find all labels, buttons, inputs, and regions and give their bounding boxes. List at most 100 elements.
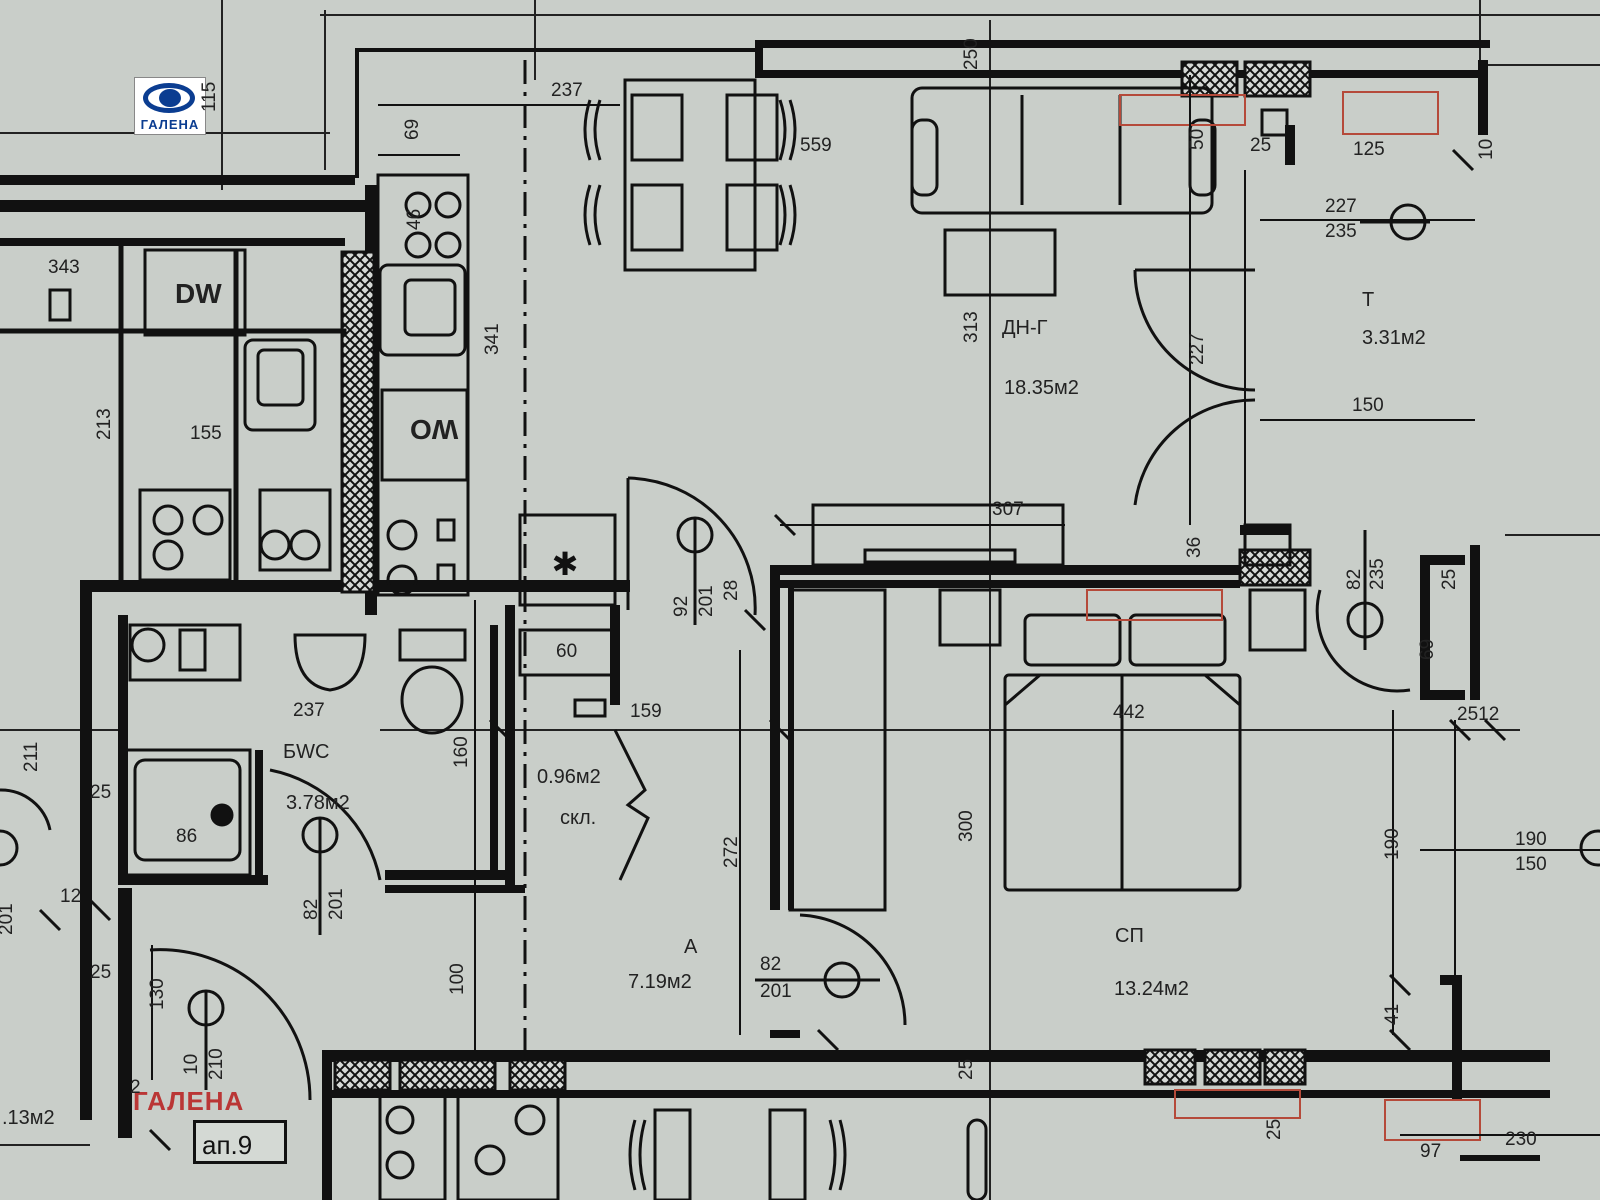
radiator (1384, 1099, 1481, 1141)
dim-label: 25 (1439, 568, 1460, 590)
room-area-hall: 7.19м2 (628, 971, 692, 993)
dim-label: 201 (760, 981, 792, 1002)
apartment-label: ап.9 (193, 1120, 287, 1164)
dim-label: 36 (1184, 536, 1205, 558)
dim-label: 82 (301, 898, 322, 920)
room-name-toilet: Т (1362, 289, 1375, 311)
dim-label: 559 (800, 135, 832, 156)
dim-label: 97 (1420, 1141, 1442, 1162)
dim-label: 2512 (1457, 704, 1500, 725)
apartment-number: ап.9 (202, 1130, 253, 1160)
washer-label: WO (410, 414, 459, 445)
dim-label: 25 (90, 782, 112, 803)
dim-label: 69 (1417, 638, 1438, 660)
neighbor-furniture (378, 1093, 988, 1200)
radiator (1119, 94, 1246, 126)
room-name-bedroom: СП (1115, 925, 1144, 947)
dim-label: 272 (721, 836, 742, 868)
dim-label: 442 (1113, 702, 1145, 723)
dim-label: 237 (293, 700, 325, 721)
dim-label: 100 (447, 963, 468, 995)
logo-text: ГАЛЕНА (140, 117, 200, 132)
dim-label: 213 (94, 408, 115, 440)
dim-label: 125 (1353, 139, 1385, 160)
dim-label: 211 (21, 741, 42, 772)
column-hatch-icon (333, 60, 1312, 1092)
room-name-storage: скл. (560, 807, 597, 829)
dim-label: 25 (956, 1058, 977, 1080)
dim-label: 307 (992, 499, 1024, 520)
dim-label: 25 (1250, 135, 1272, 156)
dim-label: 237 (551, 80, 583, 101)
dim-label: 210 (206, 1048, 227, 1080)
dim-label: 341 (482, 323, 503, 355)
door-swings (0, 268, 1411, 1101)
room-area-bedroom: 13.24м2 (1114, 978, 1189, 1000)
dim-label: 82 (1344, 568, 1365, 590)
light-fixtures (0, 203, 1600, 1090)
room-area-bathroom: 3.78м2 (286, 792, 350, 814)
dim-label: 190 (1382, 828, 1403, 860)
kitchen-counter (0, 173, 470, 597)
dim-label: 86 (176, 826, 198, 847)
room-area-neighbor: .13м2 (2, 1107, 55, 1129)
dim-label: 25 (1264, 1118, 1285, 1140)
storage (518, 513, 650, 881)
tick-marks (38, 148, 1507, 1152)
dim-label: 60 (556, 641, 578, 662)
dim-label: 230 (1505, 1129, 1537, 1150)
room-name-living: ДН-Г (1002, 317, 1048, 339)
dim-label: 160 (451, 736, 472, 768)
dim-label: 10 (1476, 138, 1497, 160)
radiator (1342, 91, 1439, 135)
dim-label: 82 (760, 954, 782, 975)
dim-label: 69 (402, 118, 423, 140)
dim-label: 201 (326, 888, 347, 920)
dim-label: 25 (90, 962, 112, 983)
bathroom-fixtures (123, 623, 467, 877)
dim-label: 12 (60, 886, 82, 907)
dim-label: 250 (961, 38, 982, 70)
room-name-hall: А (684, 936, 698, 958)
company-logo: ГАЛЕНА (134, 77, 206, 135)
dim-label: 115 (199, 81, 220, 112)
dim-label: 201 (0, 903, 17, 935)
dim-label: 130 (147, 978, 168, 1010)
double-bed (938, 588, 1307, 892)
dim-label: 50 (1187, 128, 1208, 150)
dimension-lines (151, 75, 1600, 1136)
dim-label: 343 (48, 257, 80, 278)
dim-label: 41 (1382, 1003, 1403, 1025)
dim-label: 150 (1352, 395, 1384, 416)
dim-label: 227 (1187, 333, 1208, 365)
radiator (1086, 589, 1223, 621)
room-area-storage: 0.96м2 (537, 766, 601, 788)
dim-label: 92 (671, 595, 692, 617)
dim-label: 313 (961, 311, 982, 343)
dim-label: 155 (190, 423, 222, 444)
room-area-toilet: 3.31м2 (1362, 327, 1426, 349)
fan-icon: ✱ (552, 546, 579, 582)
radiator (1174, 1089, 1301, 1119)
dim-label: 46 (404, 208, 425, 230)
dim-label: 235 (1325, 221, 1357, 242)
dim-label: 159 (630, 701, 662, 722)
dim-label: 150 (1515, 854, 1547, 875)
watermark-stamp: ГАЛЕНА (133, 1086, 245, 1116)
toilet-shaft (1243, 108, 1292, 567)
dim-label: 28 (721, 579, 742, 601)
galena-logo-icon (143, 83, 195, 113)
dim-label: 300 (956, 810, 977, 842)
dim-label: 10 (181, 1053, 202, 1075)
dim-label: 227 (1325, 196, 1357, 217)
dim-label: 201 (696, 585, 717, 617)
dining-set (583, 78, 797, 272)
dim-label: 190 (1515, 829, 1547, 850)
dim-label: 2 (130, 1077, 141, 1098)
dishwasher-label: DW (175, 278, 222, 309)
dim-label: 235 (1367, 558, 1388, 590)
wardrobe (788, 503, 1065, 912)
logo-core (159, 89, 181, 107)
room-area-living: 18.35м2 (1004, 377, 1079, 399)
